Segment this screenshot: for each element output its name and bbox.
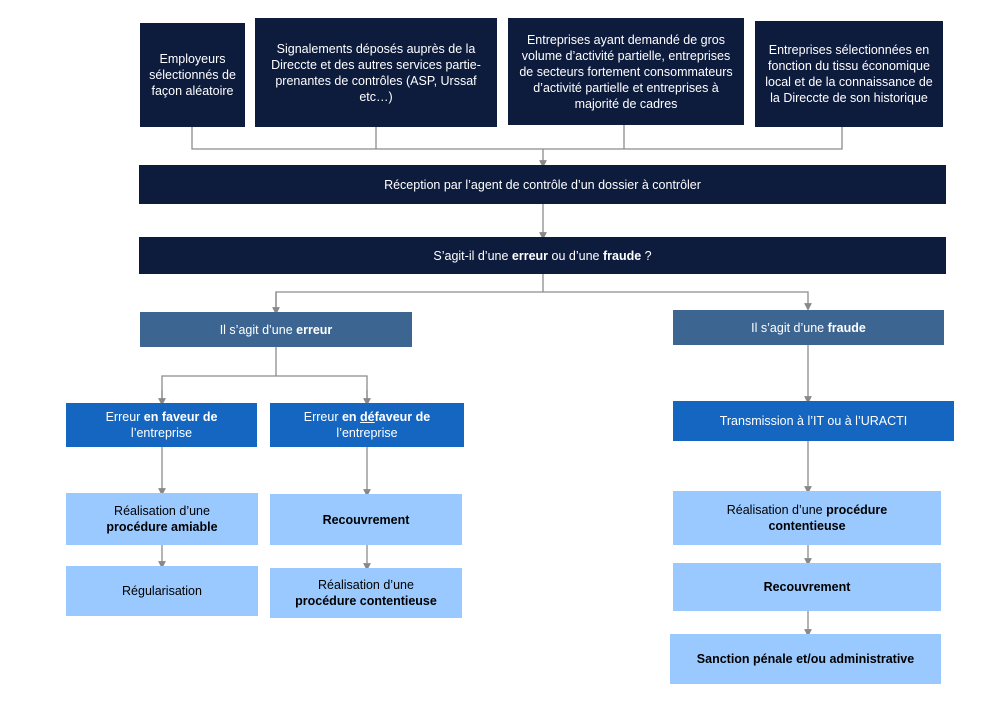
procedure-contentieuse-fraude: Réalisation d’une procédure contentieuse [673,491,941,545]
erreur-en-faveur-label: Erreur en faveur de l’entreprise [105,410,218,440]
source-label: Entreprises ayant demandé de gros volume… [519,32,733,111]
recouvrement-label: Recouvrement [322,512,410,527]
reception-dossier: Réception par l’agent de contrôle d’un d… [139,165,946,204]
question-label: S’agit-il d’une erreur ou d’une fraude ? [433,248,652,263]
source-entreprises-activite-partielle: Entreprises ayant demandé de gros volume… [508,18,744,125]
regularisation: Régularisation [66,566,258,616]
regularisation-label: Régularisation [122,584,202,598]
recouvrement-erreur: Recouvrement [270,494,462,545]
source-label: Entreprises sélectionnées en fonction du… [765,43,933,105]
erreur-en-faveur: Erreur en faveur de l’entreprise [66,403,257,447]
procedure-amiable: Réalisation d’une procédure amiable [66,493,258,545]
source-employeurs-aleatoires: Employeurs sélectionnés de façon aléatoi… [140,23,245,127]
sanction-penale-administrative: Sanction pénale et/ou administrative [670,634,941,684]
procedure-contentieuse-fraude-label: Réalisation d’une procédure contentieuse [726,503,888,533]
recouvrement-fraude: Recouvrement [673,563,941,611]
fraude-header: Il s’agit d’une fraude [673,310,944,345]
erreur-en-defaveur: Erreur en défaveur de l’entreprise [270,403,464,447]
reception-label: Réception par l’agent de contrôle d’un d… [384,177,701,192]
erreur-header: Il s’agit d’une erreur [140,312,412,347]
sanction-label: Sanction pénale et/ou administrative [696,652,915,666]
source-label: Signalements déposés auprès de la Direcc… [271,41,481,104]
transmission-it-uracti: Transmission à l’IT ou à l’URACTI [673,401,954,441]
erreur-header-label: Il s’agit d’une erreur [219,322,333,337]
source-label: Employeurs sélectionnés de façon aléatoi… [149,52,236,98]
recouvrement-fraude-label: Recouvrement [763,580,851,594]
fraude-header-label: Il s’agit d’une fraude [751,320,866,335]
procedure-contentieuse-erreur: Réalisation d’une procédure contentieuse [270,568,462,618]
source-signalements: Signalements déposés auprès de la Direcc… [255,18,497,127]
question-erreur-ou-fraude: S’agit-il d’une erreur ou d’une fraude ? [139,237,946,274]
procedure-amiable-label: Réalisation d’une procédure amiable [106,504,218,534]
source-tissu-economique: Entreprises sélectionnées en fonction du… [755,21,943,127]
procedure-contentieuse-label: Réalisation d’une procédure contentieuse [295,578,437,608]
erreur-en-defaveur-label: Erreur en défaveur de l’entreprise [303,410,431,440]
transmission-label: Transmission à l’IT ou à l’URACTI [719,414,908,428]
